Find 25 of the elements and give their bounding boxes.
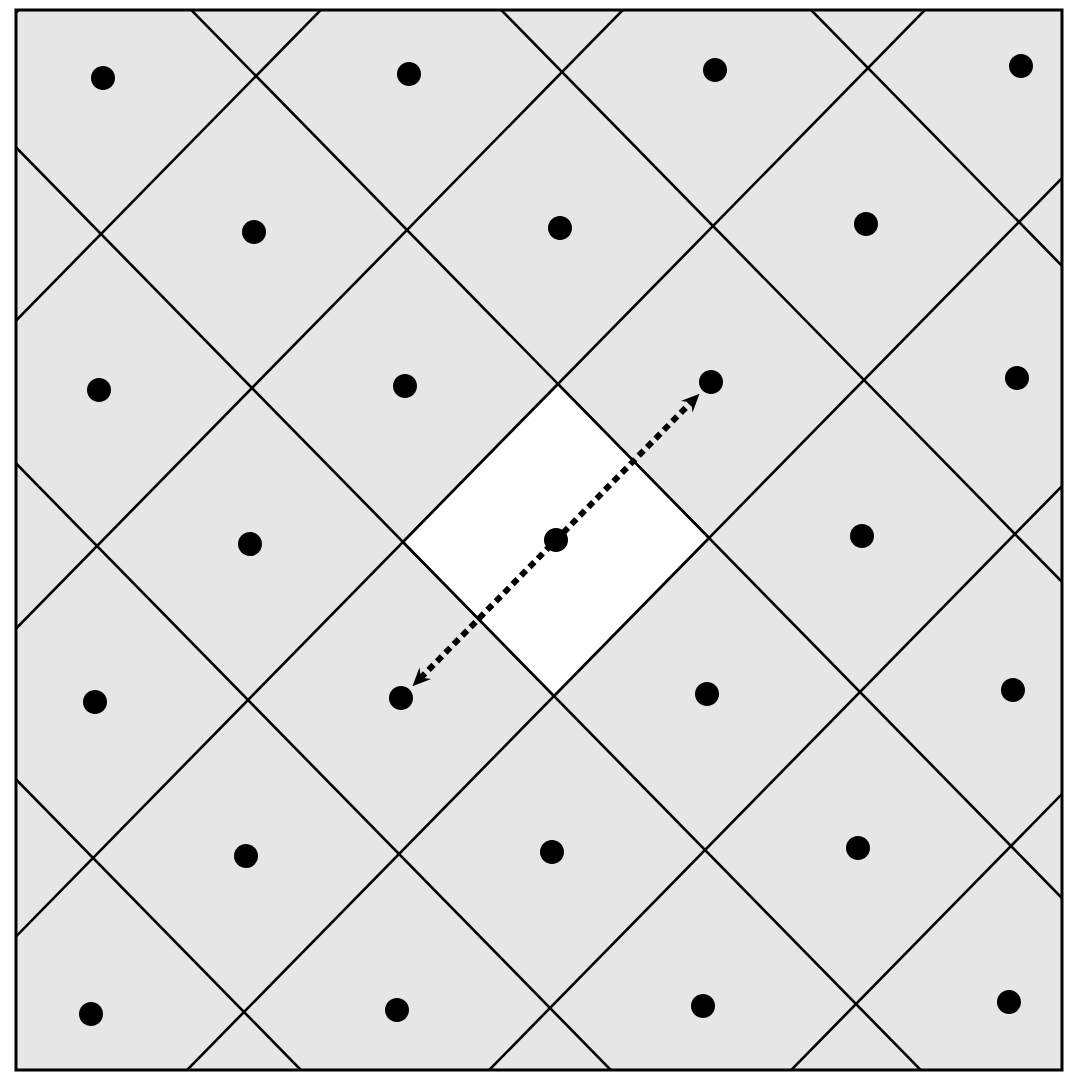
lattice-point	[385, 998, 409, 1022]
lattice-point	[703, 58, 727, 82]
lattice-point	[91, 66, 115, 90]
lattice-point	[850, 524, 874, 548]
lattice-point	[242, 220, 266, 244]
lattice-point	[846, 836, 870, 860]
lattice-point	[548, 216, 572, 240]
lattice-point	[699, 370, 723, 394]
lattice-point	[83, 690, 107, 714]
lattice-point	[79, 1002, 103, 1026]
lattice-point	[87, 378, 111, 402]
lattice-point	[695, 682, 719, 706]
lattice-point	[1001, 678, 1025, 702]
lattice-point	[1005, 366, 1029, 390]
lattice-point	[997, 990, 1021, 1014]
lattice-point	[854, 212, 878, 236]
lattice-point	[540, 840, 564, 864]
lattice-point	[1009, 54, 1033, 78]
lattice-point	[397, 62, 421, 86]
lattice-point	[393, 374, 417, 398]
lattice-point	[691, 994, 715, 1018]
lattice-point	[238, 532, 262, 556]
lattice-point	[389, 686, 413, 710]
lattice-point	[544, 528, 568, 552]
lattice-point	[234, 844, 258, 868]
